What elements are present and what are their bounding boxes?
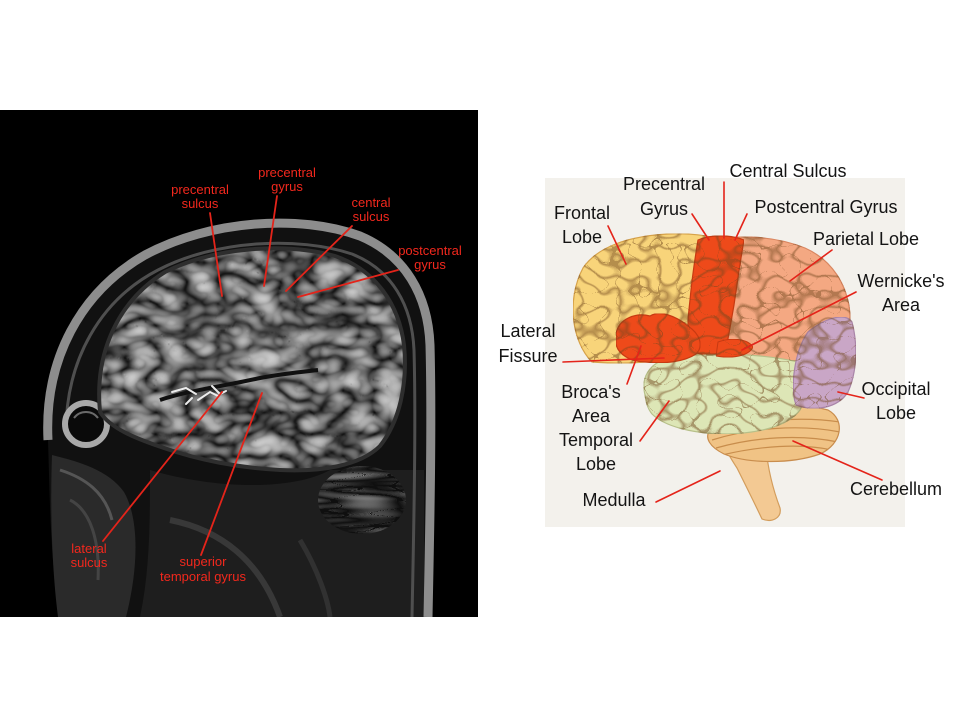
label-line: gyrus (414, 257, 446, 272)
label-line: Occipital (861, 379, 930, 399)
label-line: sulcus (71, 555, 108, 570)
diagram-label-postcentral-gyrus: Postcentral Gyrus (754, 197, 897, 217)
label-line: postcentral (398, 243, 462, 258)
label-line: Area (882, 295, 921, 315)
label-line: Postcentral Gyrus (754, 197, 897, 217)
label-line: Broca's (561, 382, 620, 402)
label-line: central (351, 195, 390, 210)
cerebellum-scan (318, 466, 406, 534)
label-line: sulcus (353, 209, 390, 224)
label-line: Fissure (498, 346, 557, 366)
label-line: precentral (171, 182, 229, 197)
label-line: superior (180, 554, 228, 569)
label-line: Lobe (562, 227, 602, 247)
label-line: Parietal Lobe (813, 229, 919, 249)
label-line: Area (572, 406, 611, 426)
diagram-label-central-sulcus: Central Sulcus (729, 161, 846, 181)
label-line: precentral (258, 165, 316, 180)
label-line: Cerebellum (850, 479, 942, 499)
label-line: Wernicke's (857, 271, 944, 291)
diagram-label-cerebellum: Cerebellum (850, 479, 942, 499)
label-line: temporal gyrus (160, 569, 246, 584)
label-line: gyrus (271, 179, 303, 194)
mri-label-central-sulcus: central sulcus (351, 195, 390, 224)
label-line: Lateral (500, 321, 555, 341)
mri-panel: precentral sulcus precentral gyrus centr… (0, 110, 478, 617)
label-line: sulcus (182, 196, 219, 211)
diagram-label-parietal-lobe: Parietal Lobe (813, 229, 919, 249)
label-line: Lobe (876, 403, 916, 423)
brain-diagram-panel: Central Sulcus Precentral Gyrus Frontal … (498, 161, 944, 527)
diagram-label-medulla: Medulla (582, 490, 646, 510)
temporal-lobe-region (644, 354, 806, 434)
label-line: Temporal (559, 430, 633, 450)
label-line: Precentral (623, 174, 705, 194)
label-line: Medulla (582, 490, 646, 510)
label-line: Gyrus (640, 199, 688, 219)
white-matter-glow (135, 275, 375, 415)
label-line: Central Sulcus (729, 161, 846, 181)
mri-label-lateral-sulcus: lateral sulcus (71, 541, 108, 570)
label-line: Lobe (576, 454, 616, 474)
label-line: Frontal (554, 203, 610, 223)
label-line: lateral (71, 541, 107, 556)
